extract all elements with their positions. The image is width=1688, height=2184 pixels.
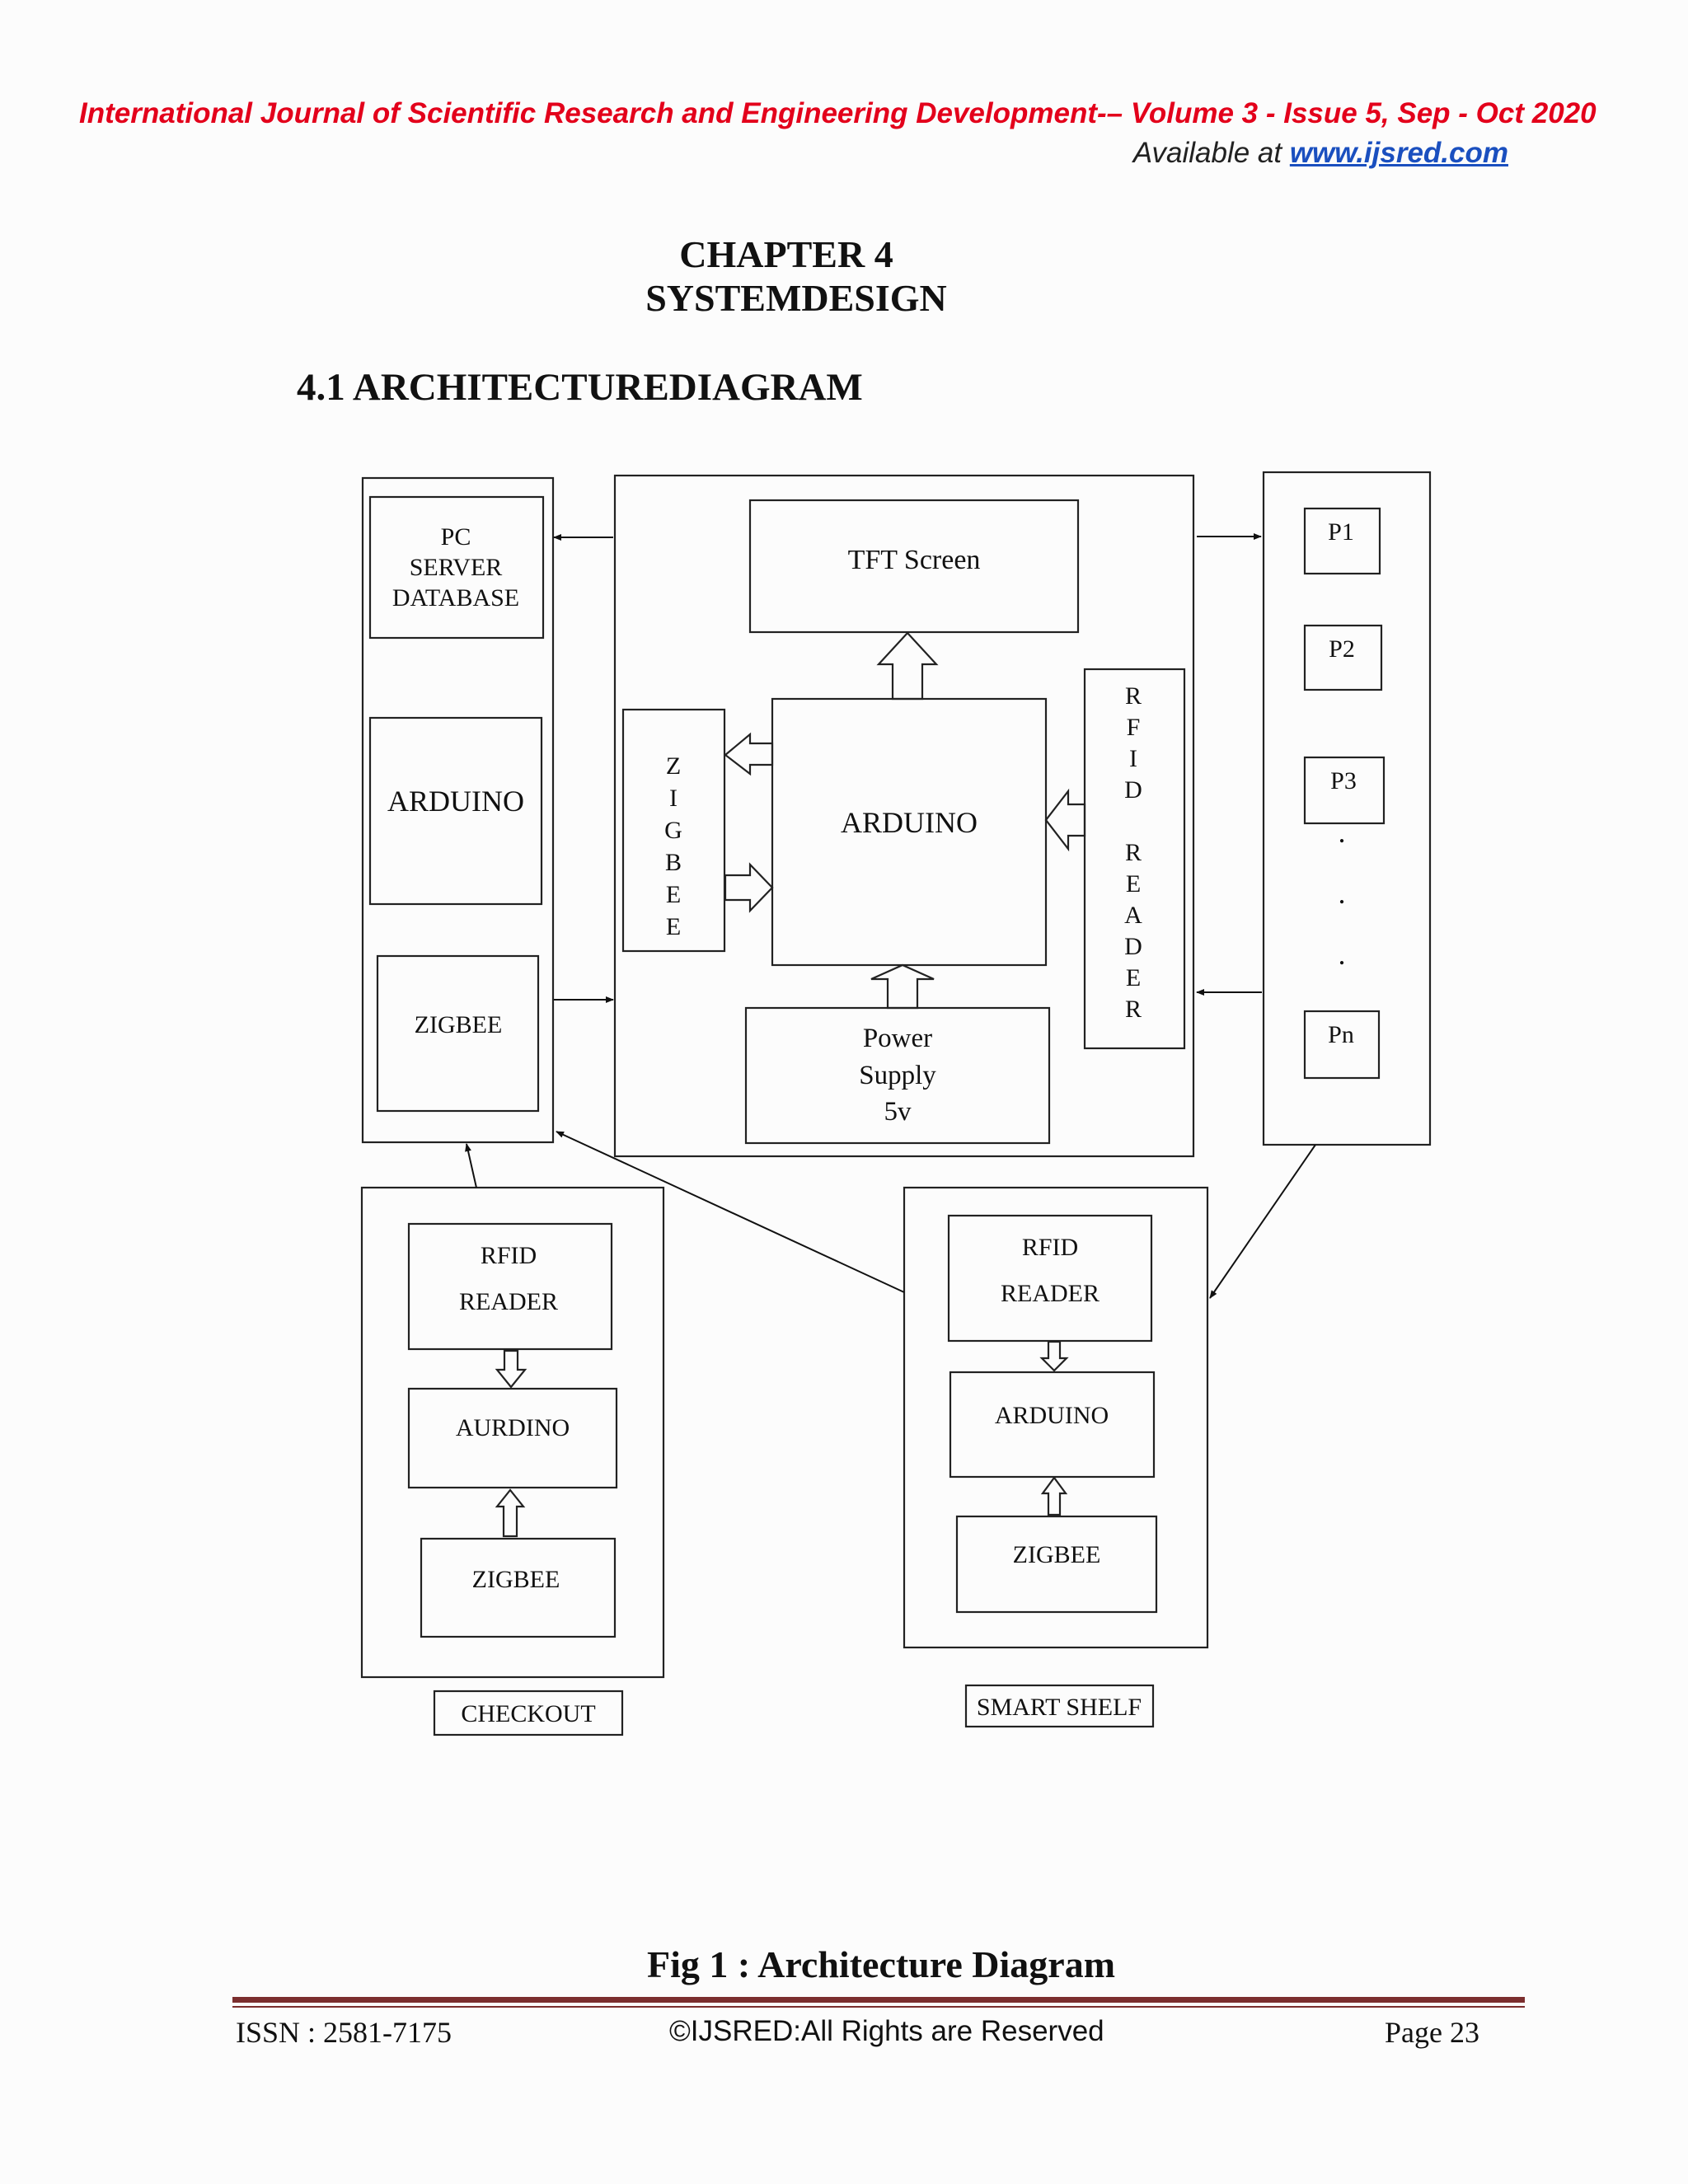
available-prefix: Available at xyxy=(1132,137,1290,169)
availability-line: Available at www.ijsred.com xyxy=(1133,137,1508,170)
checkout-to-server-arrow xyxy=(465,1143,477,1188)
zigbee-letter: B xyxy=(665,849,682,876)
checkout-zigbee-box xyxy=(420,1537,617,1638)
rfid-letter: R xyxy=(1125,996,1142,1023)
server-label-database: DATABASE xyxy=(392,584,519,612)
rfid-letter: E xyxy=(1126,964,1141,991)
main-unit-box xyxy=(613,474,1195,1158)
product-p1-box xyxy=(1303,507,1381,575)
rfid-letter: R xyxy=(1125,682,1142,710)
arduino-to-zigbee-arrow xyxy=(724,732,774,776)
server-column-box xyxy=(361,476,555,1144)
zigbee-letter: E xyxy=(666,913,681,940)
shelf-zigbee-box xyxy=(955,1515,1158,1614)
server-zigbee-box xyxy=(376,954,540,1113)
checkout-reader-label: READER xyxy=(459,1288,558,1315)
zigbee-letter: G xyxy=(664,817,682,844)
rfid-letter: R xyxy=(1125,839,1142,866)
shelf-zigbee-to-arduino-arrow xyxy=(1040,1476,1068,1516)
server-arduino-box xyxy=(368,716,543,906)
shelf-reader-label: READER xyxy=(1001,1280,1100,1307)
power-to-arduino-arrow xyxy=(870,963,935,1010)
tft-screen-box xyxy=(748,499,1080,634)
footer-rule xyxy=(232,1997,1525,2003)
shelf-rfid-to-arduino-arrow xyxy=(1039,1340,1069,1372)
footer-issn: ISSN : 2581-7175 xyxy=(236,2016,452,2049)
product-p2-label: P2 xyxy=(1329,635,1355,663)
power-label-3: 5v xyxy=(884,1097,912,1127)
server-label-pc: PC xyxy=(441,523,471,551)
checkout-rfid-label: RFID xyxy=(481,1242,537,1269)
main-rfid-reader-box xyxy=(1083,668,1186,1050)
smart-shelf-box xyxy=(903,1186,1209,1649)
rfid-letter: A xyxy=(1124,902,1142,929)
shelf-arduino-label: ARDUINO xyxy=(995,1402,1109,1429)
server-label-server: SERVER xyxy=(410,554,503,581)
server-arduino-label: ARDUINO xyxy=(387,785,524,818)
power-label-1: Power xyxy=(863,1024,932,1053)
checkout-box xyxy=(360,1186,665,1679)
product-p3-label: P3 xyxy=(1330,767,1357,794)
footer-page-number: Page 23 xyxy=(1385,2016,1479,2049)
shelf-to-server-arrow xyxy=(556,1131,905,1293)
smart-shelf-label-box xyxy=(964,1684,1155,1728)
products-to-shelf-arrow xyxy=(1209,1144,1316,1299)
checkout-rfid-reader-box xyxy=(407,1222,613,1351)
rfid-letter: I xyxy=(1129,745,1137,772)
checkout-arduino-box xyxy=(407,1387,618,1489)
tft-screen-label: TFT Screen xyxy=(848,545,981,575)
journal-header: International Journal of Scientific Rese… xyxy=(79,97,1597,129)
smart-shelf-label: SMART SHELF xyxy=(977,1694,1142,1721)
rfid-letter: D xyxy=(1124,776,1142,804)
product-dot: . xyxy=(1339,938,1346,971)
section-heading: 4.1 ARCHITECTUREDIAGRAM xyxy=(297,366,863,409)
footer-rule-thin xyxy=(232,2006,1525,2008)
main-zigbee-box xyxy=(621,708,726,953)
power-label-2: Supply xyxy=(859,1061,936,1090)
products-column-box xyxy=(1262,471,1432,1146)
zigbee-to-arduino-arrow xyxy=(724,862,774,913)
figure-caption: Fig 1 : Architecture Diagram xyxy=(646,1943,1116,1985)
product-p1-label: P1 xyxy=(1328,518,1354,546)
checkout-arduino-label: AURDINO xyxy=(456,1414,570,1441)
shelf-rfid-label: RFID xyxy=(1022,1234,1078,1261)
shelf-arduino-box xyxy=(949,1371,1156,1479)
checkout-zigbee-to-arduino-arrow xyxy=(495,1488,526,1538)
arduino-to-tft-arrow xyxy=(876,631,939,701)
product-pn-box xyxy=(1303,1010,1381,1080)
website-link[interactable]: www.ijsred.com xyxy=(1289,137,1508,169)
main-arduino-label: ARDUINO xyxy=(841,806,978,839)
product-p3-box xyxy=(1303,756,1386,825)
checkout-rfid-to-arduino-arrow xyxy=(495,1349,528,1389)
rfid-to-arduino-arrow xyxy=(1044,788,1086,852)
zigbee-letter: Z xyxy=(666,752,681,780)
pc-server-database-box xyxy=(368,495,545,640)
product-pn-label: Pn xyxy=(1328,1021,1354,1048)
rfid-letter: F xyxy=(1127,714,1141,741)
checkout-label-box xyxy=(433,1690,624,1736)
rfid-letter: D xyxy=(1124,933,1142,960)
checkout-zigbee-label: ZIGBEE xyxy=(472,1566,560,1593)
footer-rights: ©IJSRED:All Rights are Reserved xyxy=(669,2015,1104,2047)
server-zigbee-label: ZIGBEE xyxy=(415,1011,503,1038)
product-dot: . xyxy=(1339,877,1346,910)
zigbee-letter: E xyxy=(666,881,681,908)
zigbee-letter: I xyxy=(669,785,678,812)
product-p2-box xyxy=(1303,624,1383,691)
chapter-title: SYSTEMDESIGN xyxy=(645,277,947,319)
product-dot: . xyxy=(1339,816,1346,849)
shelf-zigbee-label: ZIGBEE xyxy=(1013,1541,1101,1568)
chapter-number: CHAPTER 4 xyxy=(679,233,893,275)
rfid-letter: E xyxy=(1126,870,1141,898)
checkout-label: CHECKOUT xyxy=(461,1700,595,1727)
